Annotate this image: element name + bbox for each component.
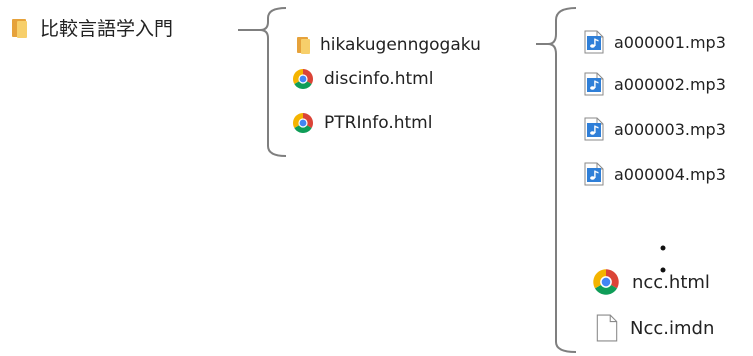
file-label: PTRInfo.html — [324, 113, 433, 133]
file-label: a000004.mp3 — [614, 164, 726, 184]
audio-file-icon — [584, 30, 604, 54]
folder-icon — [296, 36, 310, 54]
file-label: a000003.mp3 — [614, 119, 726, 139]
root-folder[interactable]: 比較言語学入門 — [10, 14, 173, 41]
root-folder-label: 比較言語学入門 — [40, 18, 174, 40]
audio-file-icon — [584, 117, 604, 141]
file-a000003[interactable]: a000003.mp3 — [584, 117, 726, 141]
file-ptrinfo[interactable]: PTRInfo.html — [292, 112, 432, 134]
file-a000001[interactable]: a000001.mp3 — [584, 30, 726, 54]
file-a000004[interactable]: a000004.mp3 — [584, 162, 726, 186]
file-a000002[interactable]: a000002.mp3 — [584, 72, 726, 96]
subfolder-label: hikakugenngogaku — [320, 35, 481, 55]
subfolder-hikakugenngogaku[interactable]: hikakugenngogaku — [296, 35, 481, 55]
file-label: a000002.mp3 — [614, 74, 726, 94]
chrome-icon — [293, 113, 313, 133]
file-label: a000001.mp3 — [614, 32, 726, 52]
level3-bracket — [547, 7, 577, 353]
audio-file-icon — [584, 72, 604, 96]
folder-icon — [10, 18, 28, 38]
file-label: discinfo.html — [324, 69, 434, 89]
file-discinfo[interactable]: discinfo.html — [292, 68, 433, 90]
audio-file-icon — [584, 162, 604, 186]
chrome-icon — [593, 269, 619, 295]
level2-bracket — [259, 7, 287, 157]
file-label: Ncc.imdn — [630, 317, 715, 339]
blank-file-icon — [596, 314, 618, 342]
chrome-icon — [293, 69, 313, 89]
file-ncc-imdn[interactable]: Ncc.imdn — [596, 314, 714, 342]
ellipsis-dot-1 — [660, 245, 666, 251]
file-label: ncc.html — [632, 271, 710, 293]
file-ncc-html[interactable]: ncc.html — [592, 268, 710, 296]
ellipsis-dot-2 — [660, 267, 666, 273]
